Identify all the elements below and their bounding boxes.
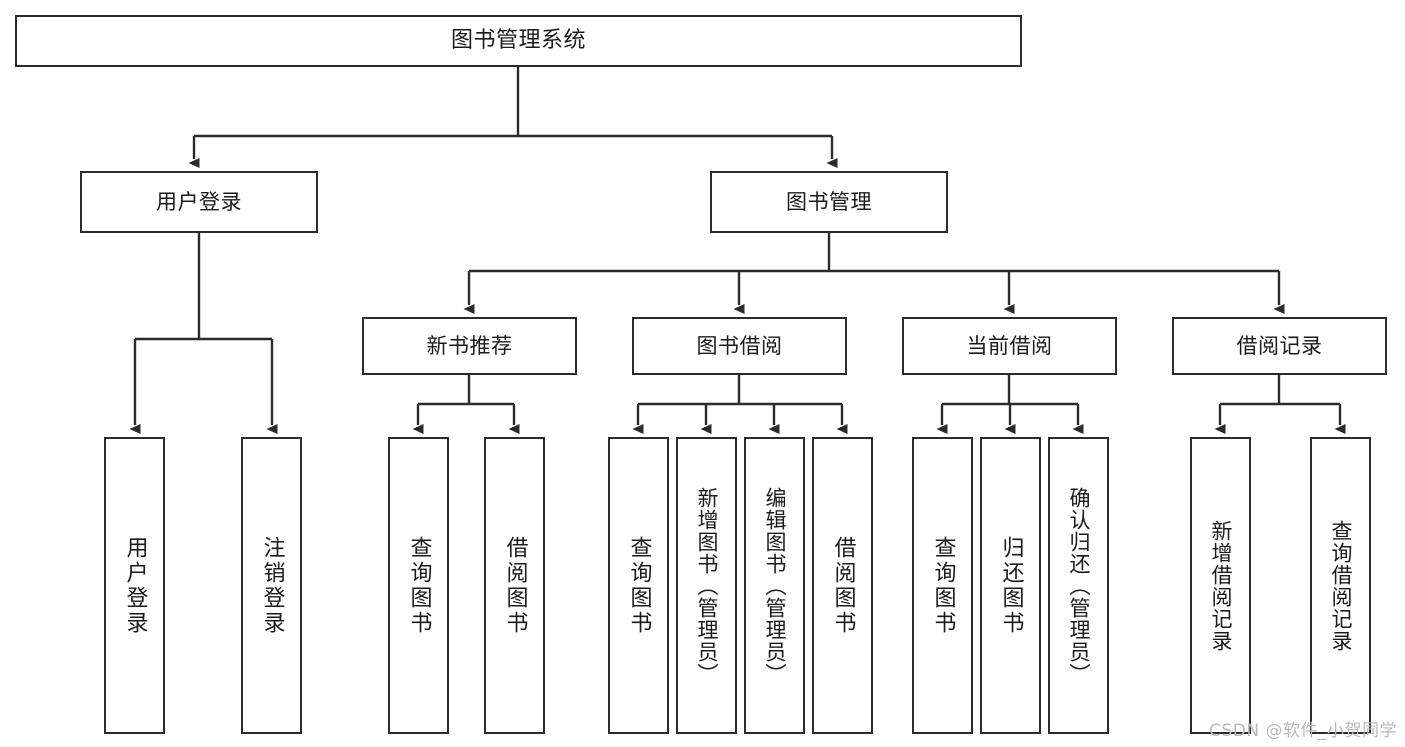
- leaf-borrow-book-label: 借阅图书: [830, 535, 856, 636]
- node-book-borrow-label: 图书借阅: [696, 333, 783, 358]
- node-new-book-recommend[interactable]: 新书推荐: [362, 317, 577, 375]
- leaf-add-book-admin-label: 新增图书（管理员）: [695, 486, 719, 685]
- leaf-edit-book-admin-label: 编辑图书（管理员）: [763, 486, 787, 685]
- node-user-login-label: 用户登录: [156, 189, 242, 214]
- node-borrow-record[interactable]: 借阅记录: [1172, 317, 1387, 375]
- leaf-query-book-newbook-label: 查询图书: [406, 535, 432, 636]
- leaf-query-book-current-label: 查询图书: [930, 535, 956, 636]
- node-current-borrow-label: 当前借阅: [966, 333, 1053, 358]
- leaf-add-borrow-record[interactable]: 新增借阅记录: [1190, 437, 1251, 734]
- leaf-borrow-book[interactable]: 借阅图书: [812, 437, 873, 734]
- leaf-return-book[interactable]: 归还图书: [980, 437, 1041, 734]
- node-book-management-label: 图书管理: [786, 189, 872, 214]
- node-borrow-record-label: 借阅记录: [1236, 333, 1323, 358]
- leaf-logout-label: 注销登录: [259, 535, 285, 636]
- watermark-text: CSDN @软件_小贺同学: [1209, 721, 1397, 741]
- leaf-query-book-current[interactable]: 查询图书: [912, 437, 973, 734]
- node-root-label: 图书管理系统: [450, 28, 586, 54]
- leaf-return-book-label: 归还图书: [998, 535, 1024, 636]
- leaf-borrow-book-newbook[interactable]: 借阅图书: [484, 437, 545, 734]
- leaf-add-book-admin[interactable]: 新增图书（管理员）: [676, 437, 737, 734]
- node-new-book-recommend-label: 新书推荐: [426, 333, 513, 358]
- leaf-confirm-return-admin[interactable]: 确认归还（管理员）: [1048, 437, 1109, 734]
- leaf-user-login[interactable]: 用户登录: [104, 437, 165, 734]
- node-user-login[interactable]: 用户登录: [80, 171, 318, 233]
- leaf-edit-book-admin[interactable]: 编辑图书（管理员）: [744, 437, 805, 734]
- leaf-query-book-newbook[interactable]: 查询图书: [388, 437, 449, 734]
- node-current-borrow[interactable]: 当前借阅: [902, 317, 1117, 375]
- node-book-management[interactable]: 图书管理: [710, 171, 948, 233]
- node-root[interactable]: 图书管理系统: [15, 15, 1022, 67]
- leaf-borrow-book-newbook-label: 借阅图书: [502, 535, 528, 636]
- leaf-confirm-return-admin-label: 确认归还（管理员）: [1067, 486, 1091, 685]
- leaf-add-borrow-record-label: 新增借阅记录: [1209, 519, 1233, 652]
- leaf-query-borrow-record-label: 查询借阅记录: [1329, 519, 1353, 652]
- node-book-borrow[interactable]: 图书借阅: [632, 317, 847, 375]
- leaf-query-book-borrow[interactable]: 查询图书: [608, 437, 669, 734]
- leaf-logout[interactable]: 注销登录: [241, 437, 302, 734]
- leaf-user-login-label: 用户登录: [122, 535, 148, 636]
- leaf-query-borrow-record[interactable]: 查询借阅记录: [1310, 437, 1371, 734]
- leaf-query-book-borrow-label: 查询图书: [626, 535, 652, 636]
